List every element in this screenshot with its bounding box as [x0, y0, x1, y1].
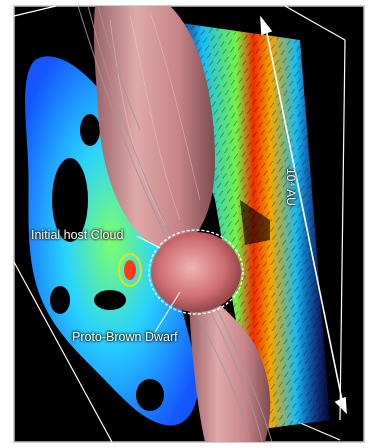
scale-length-label: 10⁴ AU — [284, 168, 298, 206]
initial-host-cloud-label: Initial host Cloud — [31, 228, 123, 242]
proto-brown-dwarf-label: Proto-Brown Dwarf — [72, 330, 178, 344]
